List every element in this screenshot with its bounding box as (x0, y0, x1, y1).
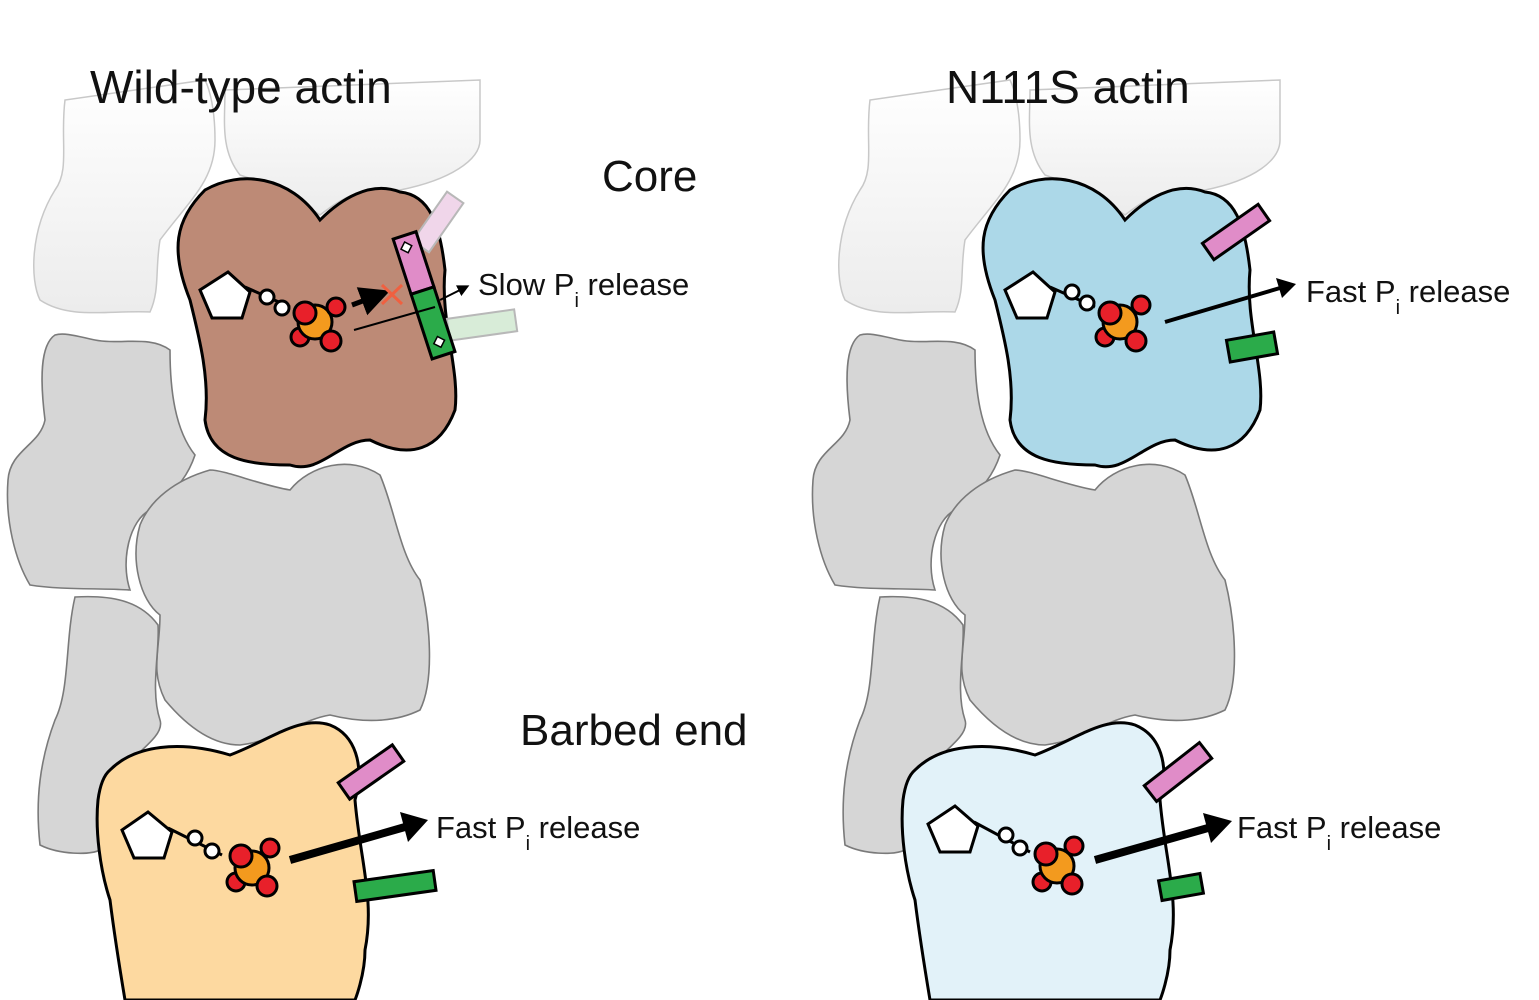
faded-subunit (223, 79, 481, 216)
section-label-core: Core (602, 152, 697, 201)
backdoor-pink-bar-open (1142, 740, 1214, 804)
backdoor-green-bar-open (352, 868, 438, 904)
blocked-arrow (351, 287, 391, 316)
panel-title-wild-type: Wild-type actin (90, 61, 392, 113)
actin-subunit-gray (811, 333, 1001, 591)
release-label-n111s-core: Fast Pi release (1306, 274, 1510, 319)
faded-subunit (33, 79, 216, 314)
backdoor-faded-green (445, 308, 519, 342)
fast-release-arrow (288, 823, 407, 864)
fast-release-arrow (1164, 286, 1281, 324)
wild-type-panel (6, 79, 519, 1000)
faded-subunit (1028, 79, 1281, 216)
release-label-wt-barbed: Fast Pi release (436, 810, 640, 855)
panel-title-n111s: N111S actin (946, 61, 1190, 113)
actin-subunit-gray (6, 333, 196, 591)
backdoor-green-bar-open (1224, 330, 1280, 364)
backdoor-pink-bar-open (1200, 202, 1272, 262)
nucleotide-pi-core-n111s (1003, 270, 1152, 353)
release-label-n111s-barbed: Fast Pi release (1237, 810, 1441, 855)
fast-release-arrow (1093, 824, 1210, 864)
actin-subunit-gray (940, 463, 1236, 746)
faded-subunit (838, 79, 1021, 314)
actin-subunit-gray (135, 463, 431, 746)
backdoor-green-bar-open (1156, 871, 1206, 903)
n111s-panel (811, 79, 1296, 1000)
release-label-wt-core: Slow Pi release (478, 267, 689, 312)
closed-backdoor-gate (391, 229, 457, 361)
slow-release-arrow (439, 285, 470, 301)
blocked-x-icon (380, 283, 404, 306)
backdoor-pink-bar-open (336, 742, 406, 802)
section-label-barbed-end: Barbed end (520, 706, 748, 755)
nucleotide-pi-core-wt (198, 270, 347, 353)
nucleotide-pi-barbed-wt (120, 810, 281, 898)
nucleotide-pi-barbed-n111s (926, 804, 1085, 896)
